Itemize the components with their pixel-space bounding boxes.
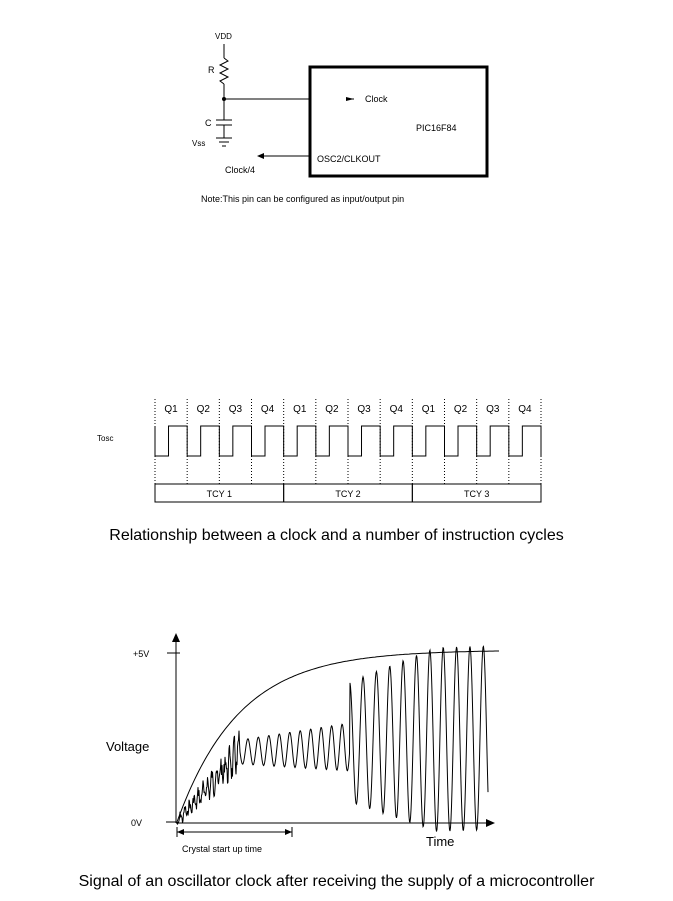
clkout-arrow-icon [257, 153, 264, 159]
zero-v-label: 0V [131, 818, 142, 828]
ground-symbol [216, 137, 232, 147]
vss-label: Vss [192, 139, 205, 148]
cycle-label: TCY 2 [335, 489, 360, 499]
oscillator-caption: Signal of an oscillator clock after rece… [78, 873, 595, 890]
pic-chip-box [308, 65, 489, 178]
rc-oscillator-circuit [216, 44, 489, 178]
chip-name: PIC16F84 [416, 123, 457, 133]
phase-label: Q4 [518, 404, 532, 415]
osc2-pin-label: OSC2/CLKOUT [317, 154, 381, 164]
vdd-label: VDD [215, 32, 232, 41]
plus5v-label: +5V [133, 649, 149, 659]
time-axis-label: Time [426, 834, 454, 849]
tosc-label: Tosc [97, 434, 113, 443]
x-axis-arrow-icon [486, 819, 495, 827]
cycle-label: TCY 1 [207, 489, 232, 499]
tosc-square-wave [154, 425, 542, 457]
phase-label: Q3 [229, 404, 243, 415]
phase-label: Q1 [422, 404, 436, 415]
cycle-label: TCY 3 [464, 489, 489, 499]
supply-envelope-curve [176, 650, 499, 823]
startup-label: Crystal start up time [182, 844, 262, 854]
phase-label: Q4 [261, 404, 275, 415]
circuit-note: Note:This pin can be configured as input… [201, 194, 404, 204]
phase-label: Q3 [486, 404, 500, 415]
capacitor-label: C [205, 118, 212, 128]
phase-label: Q2 [454, 404, 468, 415]
phase-label: Q4 [390, 404, 404, 415]
resistor-symbol [218, 57, 230, 85]
oscillator-plot [166, 633, 499, 837]
junction-dot [222, 97, 226, 101]
voltage-axis-label: Voltage [106, 739, 149, 754]
phase-label: Q1 [293, 404, 307, 415]
y-axis-arrow-icon [172, 633, 180, 642]
clock4-label: Clock/4 [225, 165, 255, 175]
clock-label: Clock [365, 94, 388, 104]
phase-label: Q2 [325, 404, 339, 415]
phase-label: Q1 [164, 404, 178, 415]
phase-label: Q3 [357, 404, 371, 415]
resistor-label: R [208, 65, 215, 75]
timing-caption: Relationship between a clock and a numbe… [109, 527, 564, 544]
phase-label: Q2 [197, 404, 211, 415]
cycle-box [411, 483, 542, 503]
oscillator-signal-wave [176, 645, 489, 832]
